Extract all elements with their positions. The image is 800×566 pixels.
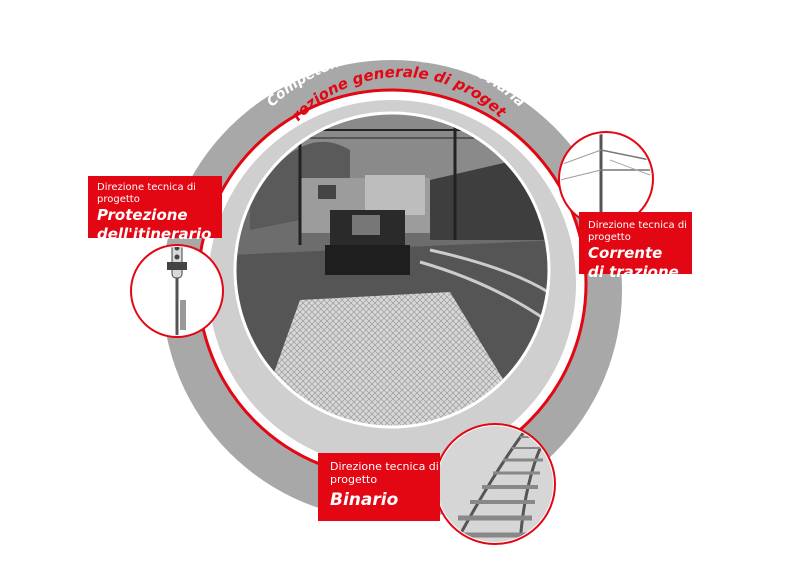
node-protezione-title: Protezione dell'itinerario	[97, 206, 212, 243]
node-binario-title: Binario	[330, 490, 399, 510]
node-binario: Direzione tecnica di progetto Binario	[318, 453, 440, 521]
node-corrente: Direzione tecnica di progetto Corrente d…	[579, 212, 692, 281]
node-binario-subtitle: Direzione tecnica di progetto	[330, 460, 439, 486]
node-protezione: Direzione tecnica di progetto Protezione…	[88, 176, 222, 243]
node-corrente-title: Corrente di trazione	[588, 244, 679, 281]
node-corrente-subtitle: Direzione tecnica di progetto	[588, 220, 687, 243]
node-protezione-subtitle: Direzione tecnica di progetto	[97, 182, 196, 205]
railway-track-icon	[434, 423, 556, 545]
railway-construction-photo	[235, 113, 549, 427]
signal-light-icon	[130, 244, 224, 338]
